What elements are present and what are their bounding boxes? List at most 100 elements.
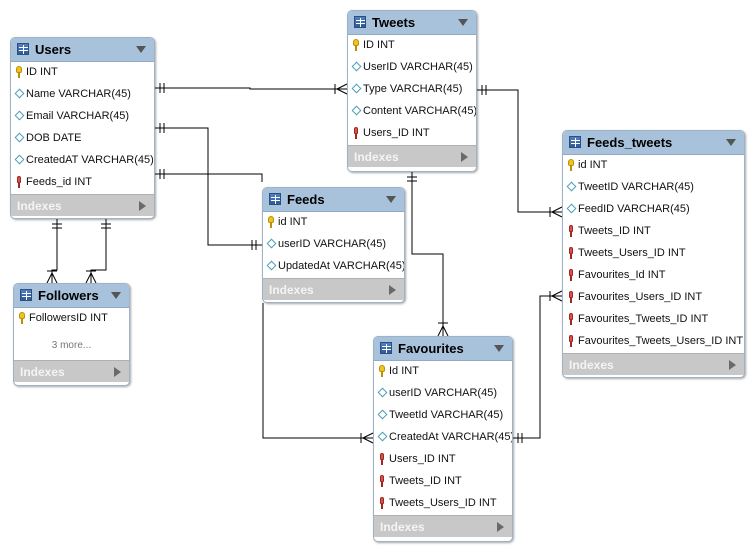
column-row[interactable]: Users_ID INT [374,449,512,471]
table-header[interactable]: Tweets [348,11,476,35]
column-row[interactable]: Favourites_Users_ID INT [563,287,744,309]
indexes-label: Indexes [569,358,614,372]
column-row[interactable]: Tweets_ID INT [374,471,512,493]
column-label: UserID VARCHAR(45) [363,61,473,73]
table-tweets[interactable]: Tweets ID INT UserID VARCHAR(45) Type VA… [347,10,477,172]
expand-arrow-icon[interactable] [461,152,468,162]
table-header[interactable]: Feeds [263,188,404,212]
column-row[interactable]: Content VARCHAR(45) [348,101,476,123]
expand-arrow-icon[interactable] [389,285,396,295]
column-row[interactable]: CreatedAT VARCHAR(45) [11,150,154,172]
foreign-key-icon [569,269,573,281]
column-row[interactable]: Id INT [374,361,512,383]
crowfoot-mark [551,206,563,218]
indexes-section[interactable]: Indexes [11,194,154,216]
column-label: Feeds_id INT [26,176,93,188]
column-row[interactable]: ID INT [348,35,476,57]
column-row[interactable]: id INT [563,155,744,177]
column-label: Tweets_Users_ID INT [389,497,497,509]
column-row[interactable]: DOB DATE [11,128,154,150]
crowfoot-mark [437,325,449,337]
table-header[interactable]: Feeds_tweets [563,131,744,155]
column-row[interactable]: Favourites_Id INT [563,265,744,287]
collapse-arrow-icon[interactable] [136,46,146,53]
more-columns-label: 3 more... [51,340,92,351]
expand-arrow-icon[interactable] [497,522,504,532]
column-row[interactable]: FollowersID INT [14,308,129,330]
column-label: Tweets_Users_ID INT [578,247,686,259]
collapse-arrow-icon[interactable] [111,292,121,299]
relationship-users-favourites [155,127,262,246]
column-row[interactable]: Feeds_id INT [11,172,154,194]
foreign-key-icon [569,247,573,259]
table-users[interactable]: Users ID INT Name VARCHAR(45) Email VARC… [10,37,155,219]
table-feeds[interactable]: Feeds id INT userID VARCHAR(45) UpdatedA… [262,187,405,303]
relationship-tweets-feeds-tweets [477,89,562,213]
column-label: Favourites_Tweets_ID INT [578,313,709,325]
attribute-icon [566,203,577,214]
column-row[interactable]: Name VARCHAR(45) [11,84,154,106]
crowfoot-mark [551,290,563,302]
column-row[interactable]: UpdatedAt VARCHAR(45) [263,256,404,278]
collapse-arrow-icon[interactable] [726,139,736,146]
column-row[interactable]: Tweets_ID INT [563,221,744,243]
indexes-section[interactable]: Indexes [14,360,129,382]
indexes-section[interactable]: Indexes [563,353,744,375]
column-row[interactable]: TweetId VARCHAR(45) [374,405,512,427]
table-title: Favourites [398,341,464,356]
indexes-label: Indexes [380,520,425,534]
crowfoot-mark [46,272,58,284]
table-favourites[interactable]: Favourites Id INT userID VARCHAR(45) Twe… [373,336,513,542]
table-icon [17,43,29,55]
column-label: Content VARCHAR(45) [363,105,477,117]
table-feeds-tweets[interactable]: Feeds_tweets id INT TweetID VARCHAR(45) … [562,130,745,378]
collapse-arrow-icon[interactable] [494,345,504,352]
column-row[interactable]: userID VARCHAR(45) [374,383,512,405]
foreign-key-icon [17,176,21,188]
column-row[interactable]: CreatedAt VARCHAR(45) [374,427,512,449]
column-row[interactable]: Type VARCHAR(45) [348,79,476,101]
table-followers[interactable]: Followers FollowersID INT 3 more... Inde… [13,283,130,386]
more-columns-link[interactable]: 3 more... [14,330,129,360]
column-row[interactable]: Tweets_Users_ID INT [563,243,744,265]
column-row[interactable]: FeedID VARCHAR(45) [563,199,744,221]
column-label: Favourites_Users_ID INT [578,291,703,303]
relationship-tweets-favourites [411,172,444,336]
expand-arrow-icon[interactable] [139,201,146,211]
column-row[interactable]: userID VARCHAR(45) [263,234,404,256]
table-header[interactable]: Users [11,38,154,62]
column-label: userID VARCHAR(45) [389,387,497,399]
expand-arrow-icon[interactable] [114,367,121,377]
collapse-arrow-icon[interactable] [386,196,396,203]
column-row[interactable]: ID INT [11,62,154,84]
crowfoot-mark [336,83,348,95]
column-row[interactable]: Favourites_Tweets_ID INT [563,309,744,331]
indexes-section[interactable]: Indexes [263,278,404,300]
expand-arrow-icon[interactable] [729,360,736,370]
column-row[interactable]: TweetID VARCHAR(45) [563,177,744,199]
column-label: userID VARCHAR(45) [278,238,386,250]
column-row[interactable]: id INT [263,212,404,234]
table-title: Tweets [372,15,416,30]
foreign-key-icon [380,453,384,465]
column-row[interactable]: Email VARCHAR(45) [11,106,154,128]
column-row[interactable]: UserID VARCHAR(45) [348,57,476,79]
table-icon [380,342,392,354]
attribute-icon [351,105,362,116]
table-title: Followers [38,288,99,303]
attribute-icon [14,132,25,143]
column-label: ID INT [363,39,395,51]
indexes-section[interactable]: Indexes [374,515,512,537]
table-icon [354,16,366,28]
table-header[interactable]: Favourites [374,337,512,361]
collapse-arrow-icon[interactable] [458,19,468,26]
column-row[interactable]: Tweets_Users_ID INT [374,493,512,515]
crowfoot-mark [362,432,374,444]
column-label: TweetId VARCHAR(45) [389,409,504,421]
column-row[interactable]: Users_ID INT [348,123,476,145]
column-row[interactable]: Favourites_Tweets_Users_ID INT [563,331,744,353]
foreign-key-icon [354,127,358,139]
indexes-section[interactable]: Indexes [348,145,476,167]
column-label: Tweets_ID INT [578,225,651,237]
table-header[interactable]: Followers [14,284,129,308]
